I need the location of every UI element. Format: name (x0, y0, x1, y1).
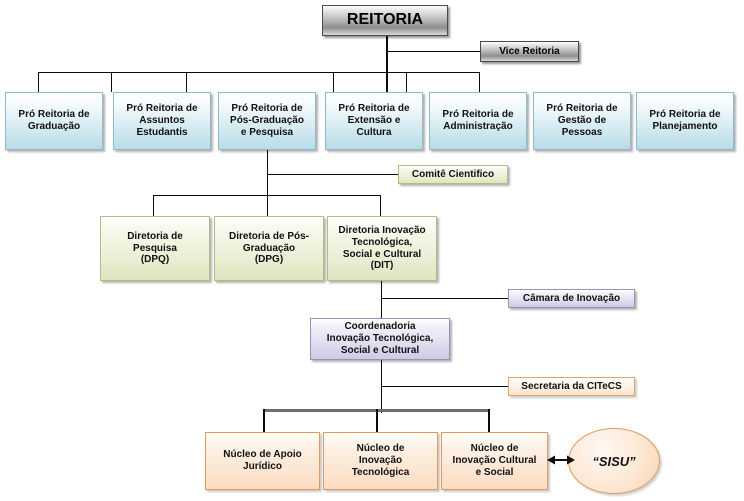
connector-drop-dit (380, 195, 381, 228)
connector-pro-reitorias-bus (38, 72, 480, 73)
connector-reitoria-trunk (386, 36, 388, 92)
node-secretaria-citecs[interactable]: Secretaria da CITeCS (508, 377, 635, 396)
connector-drop-pro-assuntos (111, 72, 112, 92)
connector-diretorias-bus (153, 195, 381, 196)
connector-drop-pro-pos (186, 72, 187, 92)
node-sisu[interactable]: “SISU” (568, 428, 660, 494)
connector-reitoria-vice (386, 51, 480, 52)
connector-drop-pro-extensao (333, 72, 334, 92)
connector-secretaria (381, 386, 508, 387)
node-secretaria-citecs-label: Secretaria da CITeCS (521, 380, 622, 392)
node-vice-reitoria[interactable]: Vice Reitoria (480, 41, 579, 62)
connector-dit-to-coordenadoria (381, 281, 382, 319)
node-diretoria-pos-graduacao-label: Diretoria de Pós-Graduação(DPG) (228, 230, 310, 266)
node-diretoria-pos-graduacao[interactable]: Diretoria de Pós-Graduação(DPG) (214, 216, 324, 281)
node-comite-cientifico-label: Comitê Cientifico (411, 168, 495, 180)
node-camara-inovacao-label: Câmara de Inovação (522, 292, 621, 304)
connector-pro-pos-trunk (267, 150, 268, 228)
node-vice-reitoria-label: Vice Reitoria (499, 45, 560, 57)
connector-drop-nucleo-tecnologica (376, 409, 378, 433)
connector-drop-pro-administracao (406, 72, 407, 92)
connector-drop-nucleo-cultural (488, 409, 490, 433)
connector-drop-pro-planejamento (479, 72, 480, 92)
node-reitoria[interactable]: REITORIA (322, 5, 448, 36)
connector-drop-dpq (153, 195, 154, 228)
node-sisu-label: “SISU” (592, 453, 636, 469)
connector-drop-nucleo-juridico (263, 409, 265, 433)
double-arrow-icon (547, 455, 575, 465)
connector-drop-pro-graduacao (38, 72, 39, 92)
node-comite-cientifico[interactable]: Comitê Cientifico (398, 165, 508, 184)
connector-camara (381, 298, 508, 299)
connector-comite (267, 174, 398, 175)
node-reitoria-label: REITORIA (346, 11, 424, 29)
node-camara-inovacao[interactable]: Câmara de Inovação (508, 289, 635, 308)
